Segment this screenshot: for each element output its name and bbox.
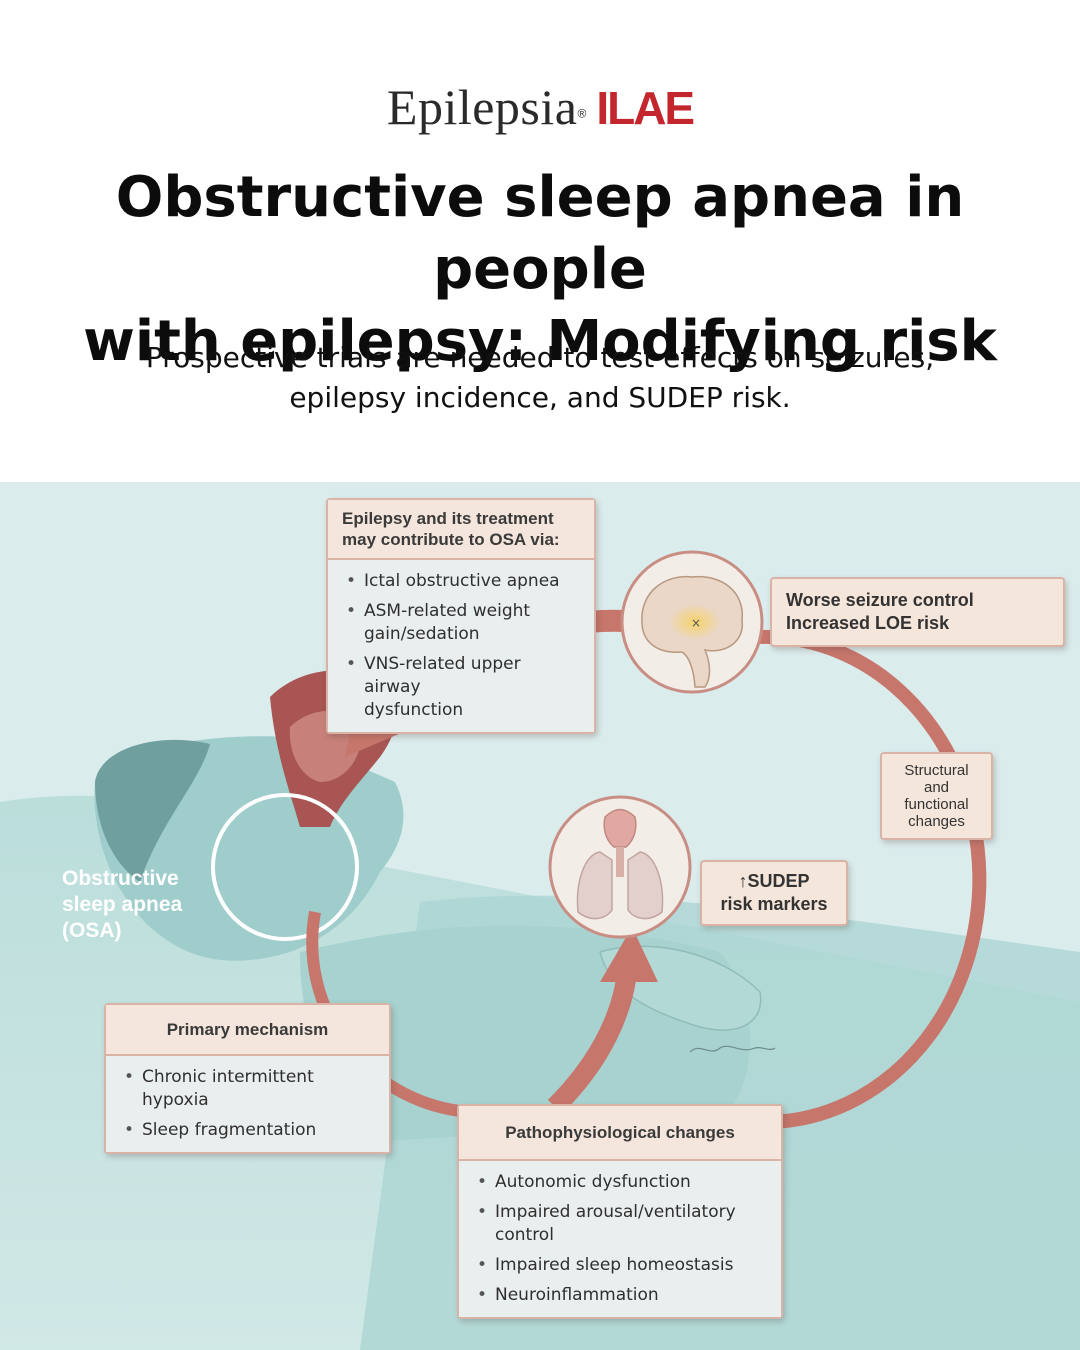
title-line-2: with epilepsy: Modifying risk [83,309,997,374]
seizure-control-tag: Worse seizure control Increased LOE risk [770,577,1065,647]
patho-item-0-line-1: Autonomic dysfunction [495,1172,691,1192]
trachea-icon [616,847,624,877]
airway-focus-ring [211,793,359,941]
up-arrow-icon: ↑ [738,871,748,891]
contrib-item-0-line-1: Ictal obstructive apnea [364,571,560,591]
logo-registered-mark: ® [577,106,587,121]
contrib-heading-line-2: may contribute to OSA via: [342,530,560,549]
contrib-item-1-line-1: ASM-related weight [364,601,531,621]
patho-box: Pathophysiological changes Autonomic dys… [457,1104,783,1319]
sudep-tag: ↑SUDEP risk markers [700,860,848,926]
patho-list: Autonomic dysfunction Impaired arousal/v… [459,1161,781,1317]
list-item: Chronic intermittent hypoxia [120,1066,375,1112]
contrib-list: Ictal obstructive apnea ASM-related weig… [328,560,594,732]
sudep-tag-line-2: risk markers [720,894,828,914]
mechanism-box: Primary mechanism Chronic intermittent h… [104,1003,391,1154]
brainstem-icon [603,808,637,848]
osa-label-line-1: Obstructive [62,867,179,890]
lungs-icon-right [627,851,664,920]
lungs-icon-left [576,851,613,920]
patho-item-1-line-1: Impaired arousal/ventilatory [495,1202,736,1222]
structural-tag-line-4: changes [908,813,965,830]
patho-item-2-line-1: Impaired sleep homeostasis [495,1255,734,1275]
contrib-item-2-line-1: VNS-related upper airway [364,654,521,697]
artist-signature [689,1045,776,1053]
subtitle-line-1: Prospective trials are needed to test ef… [145,341,935,374]
seizure-focus-mark: × [691,616,701,630]
mechanism-box-heading: Primary mechanism [106,1005,389,1056]
osa-label-line-2: sleep apnea [62,893,183,916]
subtitle-line-2: epilepsy incidence, and SUDEP risk. [289,381,791,414]
ilae-logo: ILAE [596,82,695,134]
list-item: Autonomic dysfunction [473,1171,767,1194]
contrib-item-2-line-2: dysfunction [364,700,464,720]
mechanism-list: Chronic intermittent hypoxia Sleep fragm… [106,1056,389,1152]
list-item: ASM-related weight gain/sedation [342,600,580,646]
patho-item-1-line-2: control [495,1225,554,1245]
logo-wordmark: Epilepsia [386,79,578,135]
osa-label-line-3: (OSA) [62,919,122,942]
seizure-focus-glow [669,604,721,640]
contrib-box-heading: Epilepsy and its treatment may contribut… [328,500,594,560]
structural-tag-line-3: functional [904,796,969,813]
list-item: Sleep fragmentation [120,1119,375,1142]
structural-tag-line-2: and [923,779,950,796]
patho-box-heading: Pathophysiological changes [459,1106,781,1161]
seizure-tag-line-2: Increased LOE risk [786,613,950,633]
page-title: Obstructive sleep apnea in people with e… [40,162,1040,378]
diagram-panel: × Epilepsy and its treatment may contrib… [0,482,1080,1350]
osa-label: Obstructive sleep apnea (OSA) [62,866,212,944]
page-subtitle: Prospective trials are needed to test ef… [40,338,1040,418]
list-item: Neuroinflammation [473,1284,767,1307]
seizure-tag-line-1: Worse seizure control [786,590,974,610]
sudep-tag-line-1: SUDEP [747,871,810,891]
structural-changes-tag: Structural and functional changes [880,752,993,840]
patient-hair-shape [95,739,210,882]
cycle-ring-right-arc [759,629,987,1129]
contrib-heading-line-1: Epilepsy and its treatment [342,509,554,528]
list-item: Ictal obstructive apnea [342,570,580,593]
list-item: Impaired sleep homeostasis [473,1254,767,1277]
journal-logo: Epilepsia® ILAE [0,78,1080,136]
patho-item-3-line-1: Neuroinflammation [495,1285,659,1305]
contrib-item-1-line-2: gain/sedation [364,624,480,644]
arrow-patho-to-sudep-head [600,927,658,982]
list-item: VNS-related upper airway dysfunction [342,653,580,722]
contrib-box: Epilepsy and its treatment may contribut… [326,498,596,734]
structural-tag-line-1: Structural [904,762,969,779]
list-item: Impaired arousal/ventilatory control [473,1201,767,1247]
title-line-1: Obstructive sleep apnea in people [115,165,965,302]
header: Epilepsia® ILAE Obstructive sleep apnea i… [0,0,1080,482]
